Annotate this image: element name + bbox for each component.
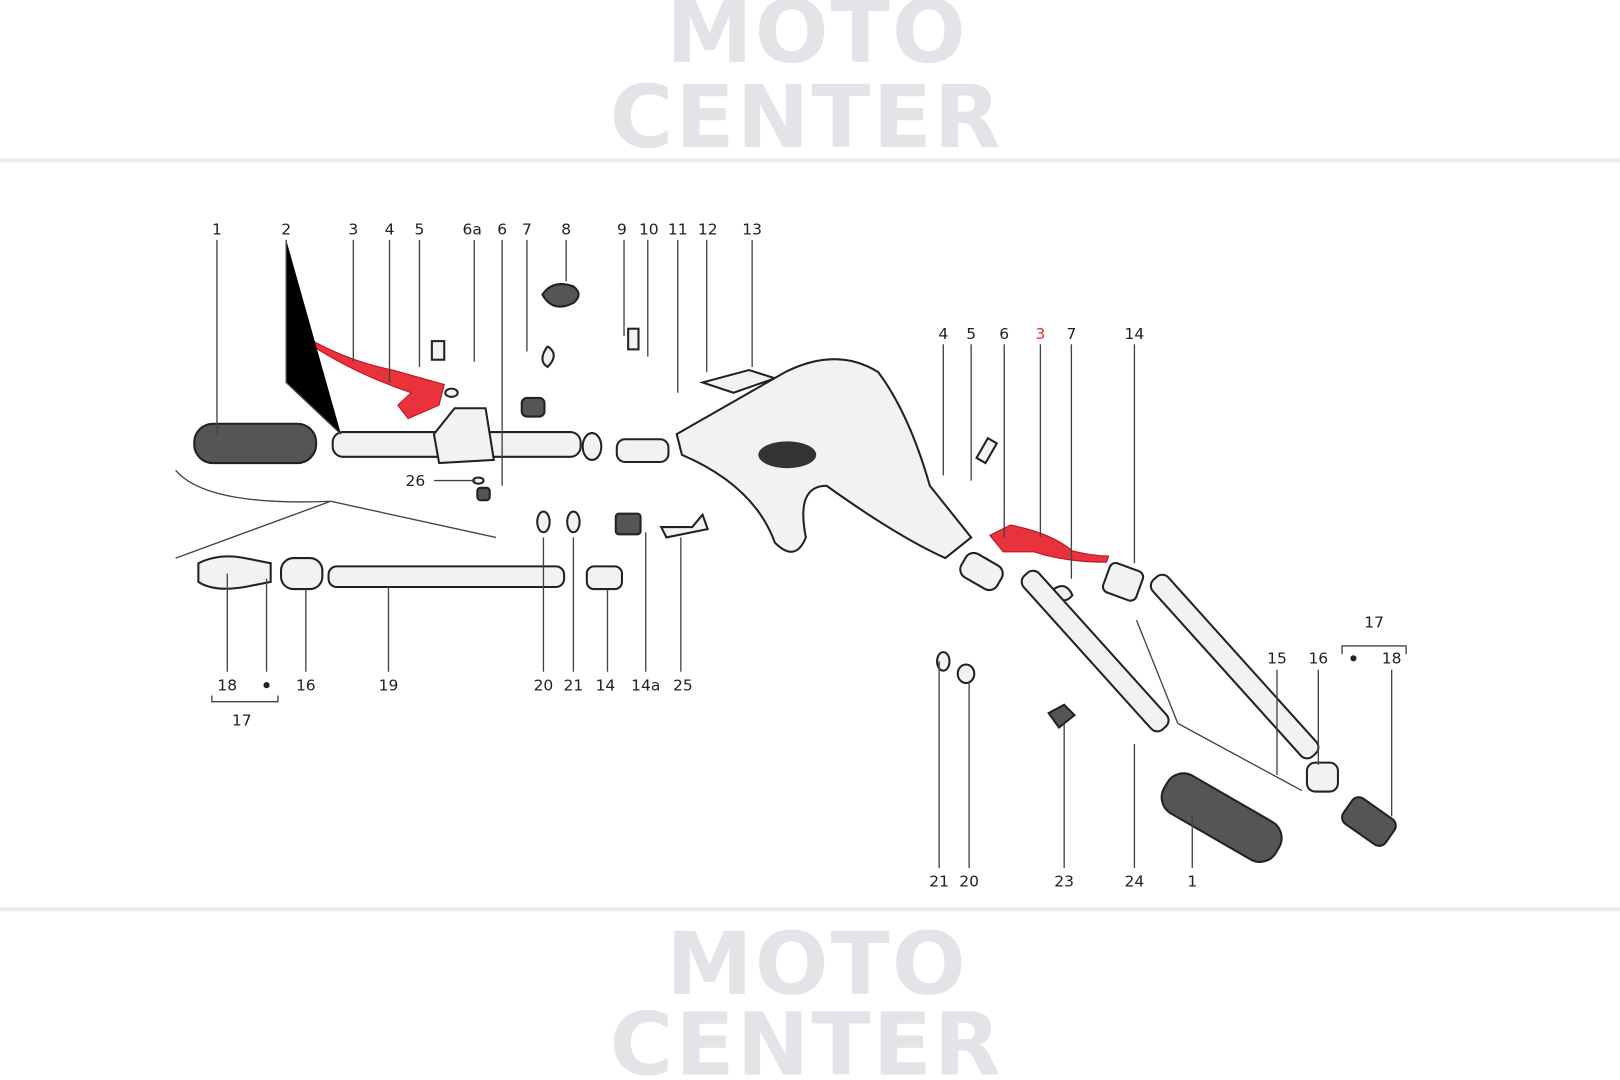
callout: 3 <box>348 221 358 239</box>
screw <box>430 340 446 361</box>
throttle-shaft <box>327 565 566 589</box>
ring-20 <box>536 510 551 534</box>
left-grip <box>193 422 318 465</box>
block-14a <box>614 512 642 536</box>
callout: 15 <box>1267 649 1287 667</box>
watermark-line1: MOTO <box>666 0 967 83</box>
callout: 11 <box>668 221 688 239</box>
nut-26 <box>476 486 491 502</box>
speedo-hole <box>758 441 817 469</box>
callout: 5 <box>966 325 976 343</box>
left-top-labels: 1 2 3 4 5 6a 6 7 8 9 10 11 12 13 26 <box>212 221 762 490</box>
callout: 12 <box>698 221 718 239</box>
throttle-end <box>197 555 272 590</box>
washer <box>444 387 459 398</box>
callout: 20 <box>534 676 554 694</box>
callout: 6 <box>999 325 1009 343</box>
right-bushing <box>959 551 1004 592</box>
callout: 1 <box>212 221 222 239</box>
sleeve-14 <box>585 565 623 591</box>
ring-20r <box>956 663 976 685</box>
callout: 18 <box>217 676 237 694</box>
ring-21r <box>936 651 951 672</box>
callout: 4 <box>938 325 948 343</box>
ring-21 <box>566 510 581 534</box>
bolt <box>627 327 640 351</box>
o-ring <box>581 432 603 461</box>
callout: 14 <box>596 676 616 694</box>
callout: 24 <box>1125 873 1145 891</box>
callout: 10 <box>639 221 659 239</box>
left-brake-lever <box>312 340 445 420</box>
shaft-24 <box>1020 569 1170 733</box>
callout: 17 <box>232 711 252 729</box>
headset-body <box>675 358 973 560</box>
clip-25 <box>659 512 710 539</box>
watermark-line2: CENTER <box>610 995 1003 1080</box>
callout: 13 <box>742 221 762 239</box>
bullet <box>263 682 270 689</box>
right-assembly <box>936 436 1397 863</box>
callout: 14a <box>631 676 660 694</box>
callout: 1 <box>1187 873 1197 891</box>
left-bottom-labels: 18 16 19 20 21 14 14a 25 17 <box>217 676 692 729</box>
right-grip <box>1160 772 1283 863</box>
left-assembly <box>175 283 779 591</box>
bushing-16r <box>1305 761 1339 793</box>
callout: 2 <box>281 221 291 239</box>
callout: 6 <box>497 221 507 239</box>
callout: 21 <box>564 676 584 694</box>
callout: 9 <box>617 221 627 239</box>
nut-23 <box>1047 703 1077 730</box>
callout: 17 <box>1364 613 1384 631</box>
watermark-line1: MOTO <box>666 914 967 1015</box>
callout: 23 <box>1054 873 1074 891</box>
right-brake-lever <box>988 524 1110 563</box>
callout: 25 <box>673 676 693 694</box>
callout: 7 <box>522 221 532 239</box>
callout: 21 <box>929 873 949 891</box>
callout: 20 <box>959 873 979 891</box>
callout: 4 <box>385 221 395 239</box>
leader-lines <box>211 239 1407 869</box>
bullet <box>1350 655 1357 662</box>
lever-mount <box>432 407 496 465</box>
right-top-labels: 4 5 6 3 7 14 17 15 16 18 <box>938 325 1401 667</box>
callout: 16 <box>296 676 316 694</box>
callout: 16 <box>1308 649 1328 667</box>
cable-clamp <box>541 283 580 308</box>
nut <box>520 396 546 418</box>
callout: 8 <box>561 221 571 239</box>
watermark-line2: CENTER <box>610 67 1003 168</box>
screw-r <box>975 436 999 465</box>
tube-15 <box>1149 573 1320 760</box>
callout: 5 <box>415 221 425 239</box>
bushing-16 <box>279 557 324 591</box>
callout: 18 <box>1382 649 1402 667</box>
clip <box>541 345 555 369</box>
callout: 14 <box>1125 325 1145 343</box>
end-18 <box>1341 796 1397 847</box>
sleeve-14r <box>1101 561 1145 602</box>
callout: 6a <box>462 221 481 239</box>
callout: 26 <box>405 472 425 490</box>
bushing <box>615 438 670 464</box>
callout-highlighted: 3 <box>1035 325 1045 343</box>
callout: 7 <box>1066 325 1076 343</box>
right-bottom-labels: 21 20 23 24 1 <box>929 873 1197 891</box>
callout: 19 <box>379 676 399 694</box>
